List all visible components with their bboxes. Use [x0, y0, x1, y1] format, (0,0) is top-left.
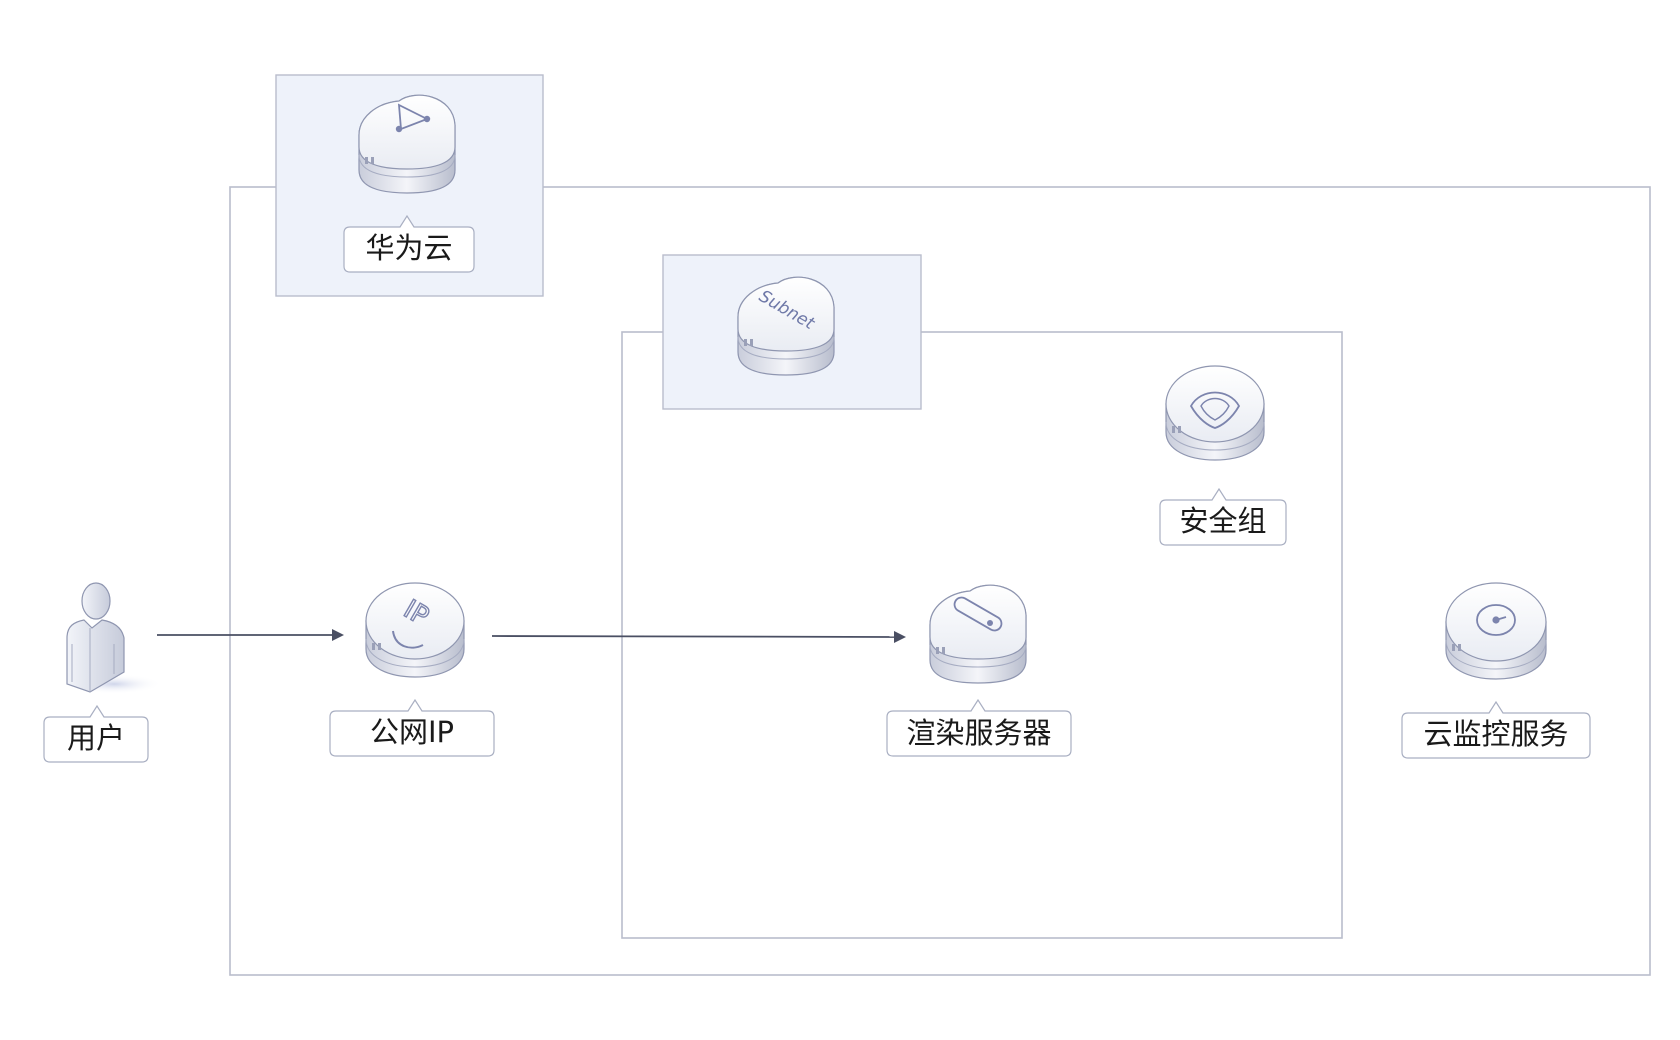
- cloud-label: 华为云: [365, 231, 452, 265]
- user-icon: [66, 582, 162, 694]
- label-user: 用户: [43, 704, 149, 763]
- user-label: 用户: [67, 721, 125, 755]
- render-server-icon: [929, 584, 1027, 684]
- label-cloud-monitor: 云监控服务: [1401, 700, 1591, 759]
- cloud-monitor-icon: [1445, 582, 1547, 680]
- label-security-group: 安全组: [1159, 487, 1287, 546]
- vpc-container: [229, 186, 1651, 976]
- label-huawei-cloud: 华为云: [343, 214, 475, 273]
- cloud-monitor-label: 云监控服务: [1423, 717, 1568, 751]
- label-public-ip: 公网IP: [329, 698, 495, 757]
- security-group-icon: [1165, 365, 1265, 461]
- security-group-label: 安全组: [1179, 504, 1266, 538]
- subnet-icon: Subnet: [737, 276, 835, 376]
- public-ip-icon: IP: [365, 582, 465, 678]
- label-render-server: 渲染服务器: [886, 698, 1072, 757]
- render-server-label: 渲染服务器: [906, 716, 1051, 750]
- public-ip-label: 公网IP: [370, 715, 454, 749]
- arrow-ip-to-render: [491, 630, 906, 643]
- huawei-cloud-icon: [358, 94, 456, 194]
